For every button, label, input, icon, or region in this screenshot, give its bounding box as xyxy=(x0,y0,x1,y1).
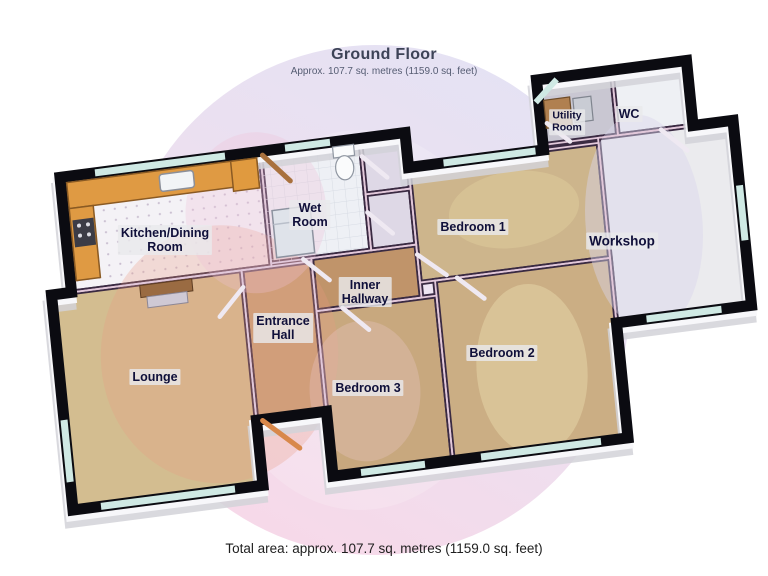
room-label-entrance-hall: Entrance Hall xyxy=(253,313,313,343)
room-label-workshop: Workshop xyxy=(586,232,658,250)
exterior-walls xyxy=(42,54,758,529)
room-label-kitchen-dining-room: Kitchen/Dining Room xyxy=(117,225,213,255)
bedroom-1-door xyxy=(414,252,449,278)
bedroom-2-door xyxy=(454,275,487,301)
wet-room-window xyxy=(284,138,331,152)
page-subtitle: Approx. 107.7 sq. metres (1159.0 sq. fee… xyxy=(290,66,478,77)
windows xyxy=(60,77,749,510)
title-block: Ground Floor Approx. 107.7 sq. metres (1… xyxy=(0,46,768,77)
kitchen-stove xyxy=(72,217,97,248)
closet-b-door xyxy=(365,210,396,236)
exterior-wall-top xyxy=(45,54,758,517)
utility-glazed-door xyxy=(533,77,559,105)
room-label-lounge: Lounge xyxy=(129,369,181,385)
kitchen-sink xyxy=(158,169,196,193)
toilet-bowl xyxy=(335,155,355,181)
kitchen-door xyxy=(259,152,293,184)
bedroom-1-window xyxy=(443,147,536,167)
wc-door xyxy=(658,127,690,153)
closet-a-door xyxy=(359,154,390,180)
wet-room-door xyxy=(300,256,332,283)
bedroom-3-window xyxy=(360,460,426,477)
room-label-bedroom-1: Bedroom 1 xyxy=(437,219,509,235)
page-title: Ground Floor xyxy=(331,46,437,63)
lounge-side-window xyxy=(60,419,74,483)
kitchen-window xyxy=(94,152,226,177)
front-door xyxy=(260,417,303,451)
bedroom-2-window xyxy=(480,437,602,461)
total-area-text: Total area: approx. 107.7 sq. metres (11… xyxy=(225,541,543,556)
bedroom-3-door xyxy=(340,305,372,332)
room-label-bedroom-2: Bedroom 2 xyxy=(466,345,538,361)
lounge-door xyxy=(217,285,246,319)
workshop-rear-window xyxy=(646,305,722,323)
kitchen-tall-unit xyxy=(229,157,261,193)
room-label-inner-hallway: Inner Hallway xyxy=(338,277,392,307)
room-label-utility-room: Utility Room xyxy=(549,109,585,135)
room-label-wc: WC xyxy=(615,106,643,122)
lounge-front-window xyxy=(100,485,236,510)
room-label-bedroom-3: Bedroom 3 xyxy=(332,380,404,396)
workshop-side-window xyxy=(736,184,749,241)
room-label-wet-room: Wet Room xyxy=(289,200,331,230)
lounge-fireplace-hearth xyxy=(146,291,189,309)
